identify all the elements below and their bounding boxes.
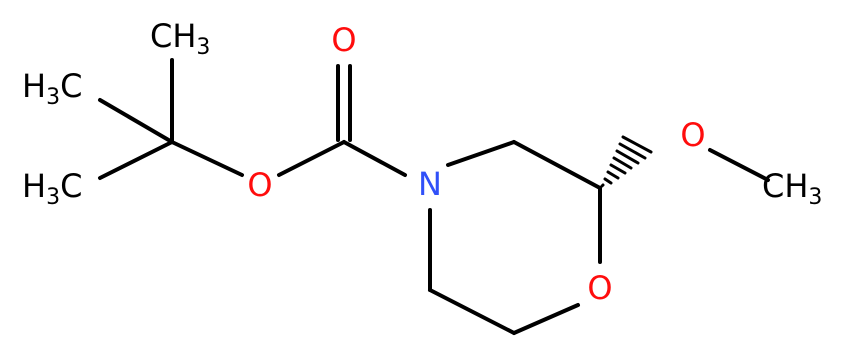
bond-quaternary-methyl-left-upper [98, 98, 174, 144]
methyl-left-lower-label: H3C [22, 167, 82, 210]
bond-carbonyl-n [342, 140, 407, 177]
ring-oxygen: O [587, 269, 612, 307]
methoxy-oxygen: O [680, 116, 705, 154]
bond-ring-o-c2 [512, 303, 580, 335]
bond-quaternary-methyl-left-lower [98, 140, 174, 180]
bond-carbonyl-ester-o [277, 140, 346, 177]
methyl-methoxy-label: CH3 [762, 167, 822, 210]
hashed-wedge-bond [600, 135, 653, 188]
methyl-top-label: CH3 [150, 17, 210, 60]
methyl-left-upper-label: H3C [22, 67, 82, 110]
carbonyl-oxygen: O [331, 21, 356, 59]
ester-oxygen: O [247, 166, 272, 204]
bond-ester-o-quaternary [170, 140, 244, 177]
bond-ring-c1-chiral [512, 140, 602, 190]
bond-methoxy-o-methyl [708, 148, 770, 182]
ring-nitrogen: N [418, 165, 442, 203]
bond-n-ring-c1 [446, 140, 516, 167]
bond-ring-c2-c3 [428, 288, 516, 335]
